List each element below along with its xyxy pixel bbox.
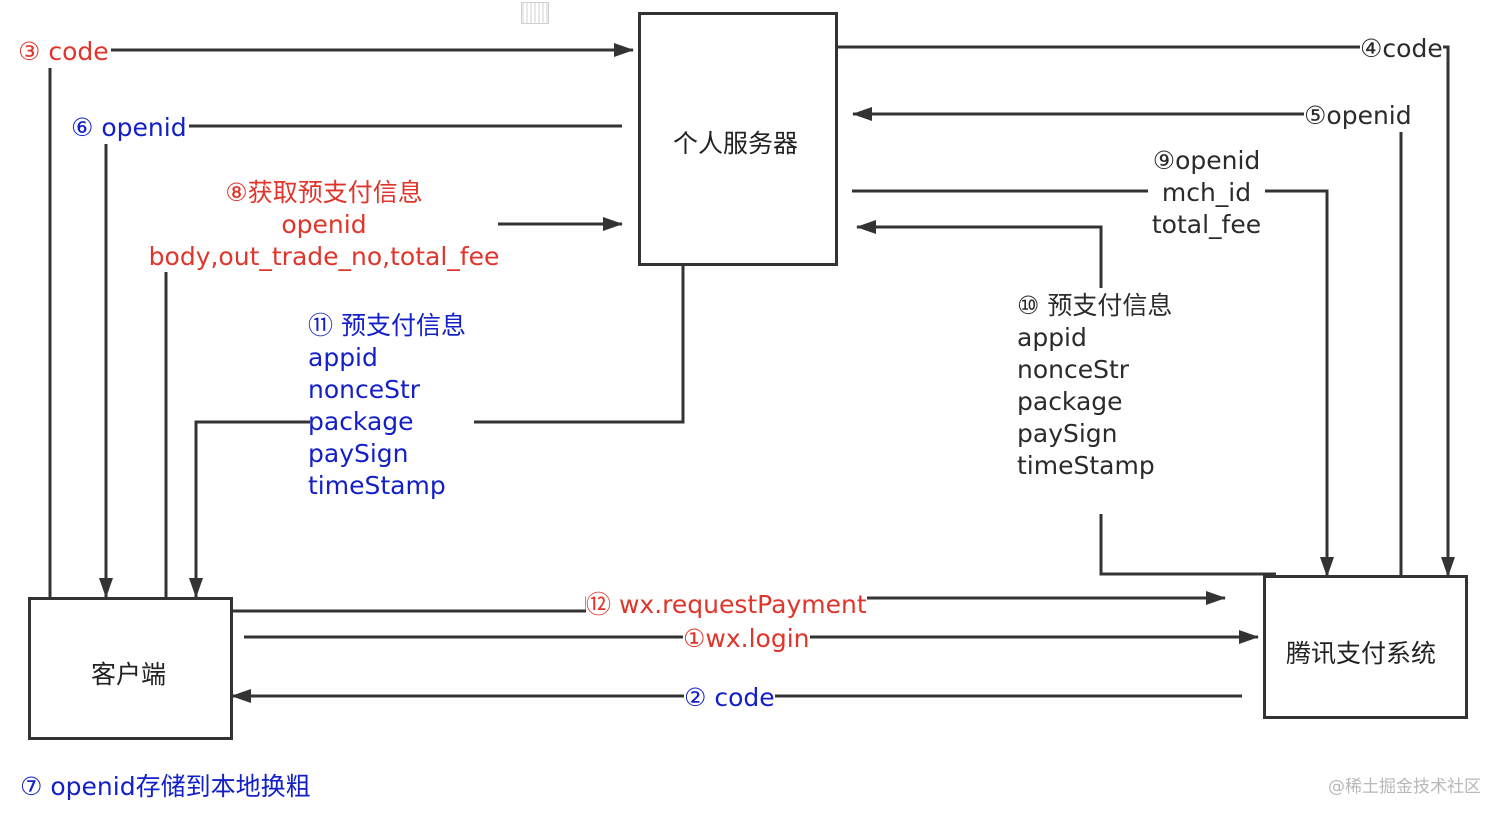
arrow-step-11 — [474, 264, 685, 424]
step-1-label: ①wx.login — [683, 623, 810, 655]
step-9-line-2: mch_id — [1161, 178, 1252, 207]
step-8-line-1: ⑧获取预支付信息 — [225, 178, 423, 207]
step-5-label: ⑤openid — [1304, 100, 1412, 132]
step-11-line-1: ⑪ 预支付信息 — [308, 311, 466, 340]
step-10-line-5: paySign — [1017, 419, 1118, 448]
tenpay-label: 腾讯支付系统 — [1286, 639, 1437, 668]
step-11-label: ⑪ 预支付信息 appid nonceStr package paySign t… — [308, 310, 466, 502]
step-10-label: ⑩ 预支付信息 appid nonceStr package paySign t… — [1017, 290, 1172, 482]
step-8-label: ⑧获取预支付信息 openid body,out_trade_no,total_… — [148, 177, 500, 273]
step-6-label: ⑥ openid — [71, 112, 189, 144]
step-11-line-2: appid — [308, 343, 378, 372]
step-10-line-3: nonceStr — [1017, 355, 1130, 384]
step-9-line-3: total_fee — [1151, 210, 1262, 239]
thumbnail-icon — [521, 2, 549, 24]
step-10-line-2: appid — [1017, 323, 1087, 352]
arrow-step-4 — [836, 45, 1455, 577]
arrow-step-11-b — [189, 420, 310, 598]
step-9-line-1: ⑨openid — [1152, 146, 1261, 175]
step-11-line-6: timeStamp — [308, 471, 446, 500]
tenpay-box — [1263, 575, 1468, 719]
client-box — [28, 597, 233, 740]
step-4-label: ④code — [1360, 33, 1443, 65]
step-2-label: ② code — [684, 682, 775, 714]
step-11-line-3: nonceStr — [308, 375, 421, 404]
step-3-label: ③ code — [18, 36, 111, 68]
step-11-line-4: package — [308, 407, 414, 436]
server-box — [638, 12, 838, 266]
server-label: 个人服务器 — [673, 129, 799, 158]
step-12-label: ⑫ wx.requestPayment — [586, 589, 867, 621]
step-8-line-2: openid — [281, 210, 367, 239]
step-10-line-4: package — [1017, 387, 1123, 416]
step-7-label: ⑦ openid存储到本地换粗 — [20, 772, 311, 801]
step-9-label: ⑨openid mch_id total_fee — [1148, 145, 1265, 241]
watermark: @稀土掘金技术社区 — [1328, 777, 1481, 797]
client-label: 客户端 — [91, 660, 167, 689]
step-10-line-6: timeStamp — [1017, 451, 1155, 480]
arrow-step-10-a — [1099, 514, 1276, 576]
step-8-line-3: body,out_trade_no,total_fee — [148, 242, 500, 271]
step-10-line-1: ⑩ 预支付信息 — [1017, 291, 1173, 320]
step-11-line-5: paySign — [308, 439, 409, 468]
arrow-step-10-b — [856, 220, 1103, 288]
arrow-step-9-b — [1265, 189, 1334, 577]
